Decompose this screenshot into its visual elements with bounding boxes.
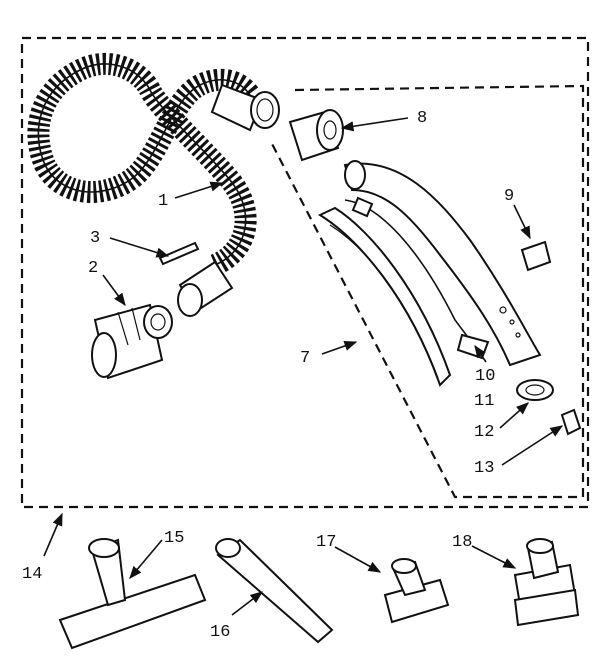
wand-handle-part xyxy=(343,160,542,367)
floor-tool-part xyxy=(58,538,207,650)
callout-12: 12 xyxy=(474,423,494,442)
callout-13: 13 xyxy=(474,459,494,478)
switch-wire-part xyxy=(344,196,490,360)
callout-14: 14 xyxy=(22,565,42,584)
callout-9: 9 xyxy=(504,187,514,206)
callout-2: 2 xyxy=(88,259,98,278)
callout-8: 8 xyxy=(417,109,427,128)
crevice-tool-part xyxy=(215,538,334,644)
callout-16: 16 xyxy=(210,623,230,642)
wand-assembly-boundary xyxy=(269,84,585,499)
callout-17: 17 xyxy=(316,533,336,552)
swivel-connector-part xyxy=(91,303,173,380)
dusting-brush-part xyxy=(513,538,580,627)
cap-part xyxy=(520,240,552,272)
leader-lines xyxy=(43,117,564,616)
callout-11: 11 xyxy=(474,392,494,411)
clip-part xyxy=(560,408,582,436)
callout-3: 3 xyxy=(90,229,100,248)
button-part xyxy=(516,379,554,401)
callout-7: 7 xyxy=(300,349,310,368)
pin-part xyxy=(158,241,200,266)
callout-18: 18 xyxy=(452,533,472,552)
callout-1: 1 xyxy=(158,192,168,211)
callout-10: 10 xyxy=(475,367,495,386)
coupling-part xyxy=(288,109,344,162)
callout-15: 15 xyxy=(164,529,184,548)
kit-boundary xyxy=(20,36,590,509)
upholstery-tool-part xyxy=(383,558,450,624)
hose-part xyxy=(27,52,280,317)
